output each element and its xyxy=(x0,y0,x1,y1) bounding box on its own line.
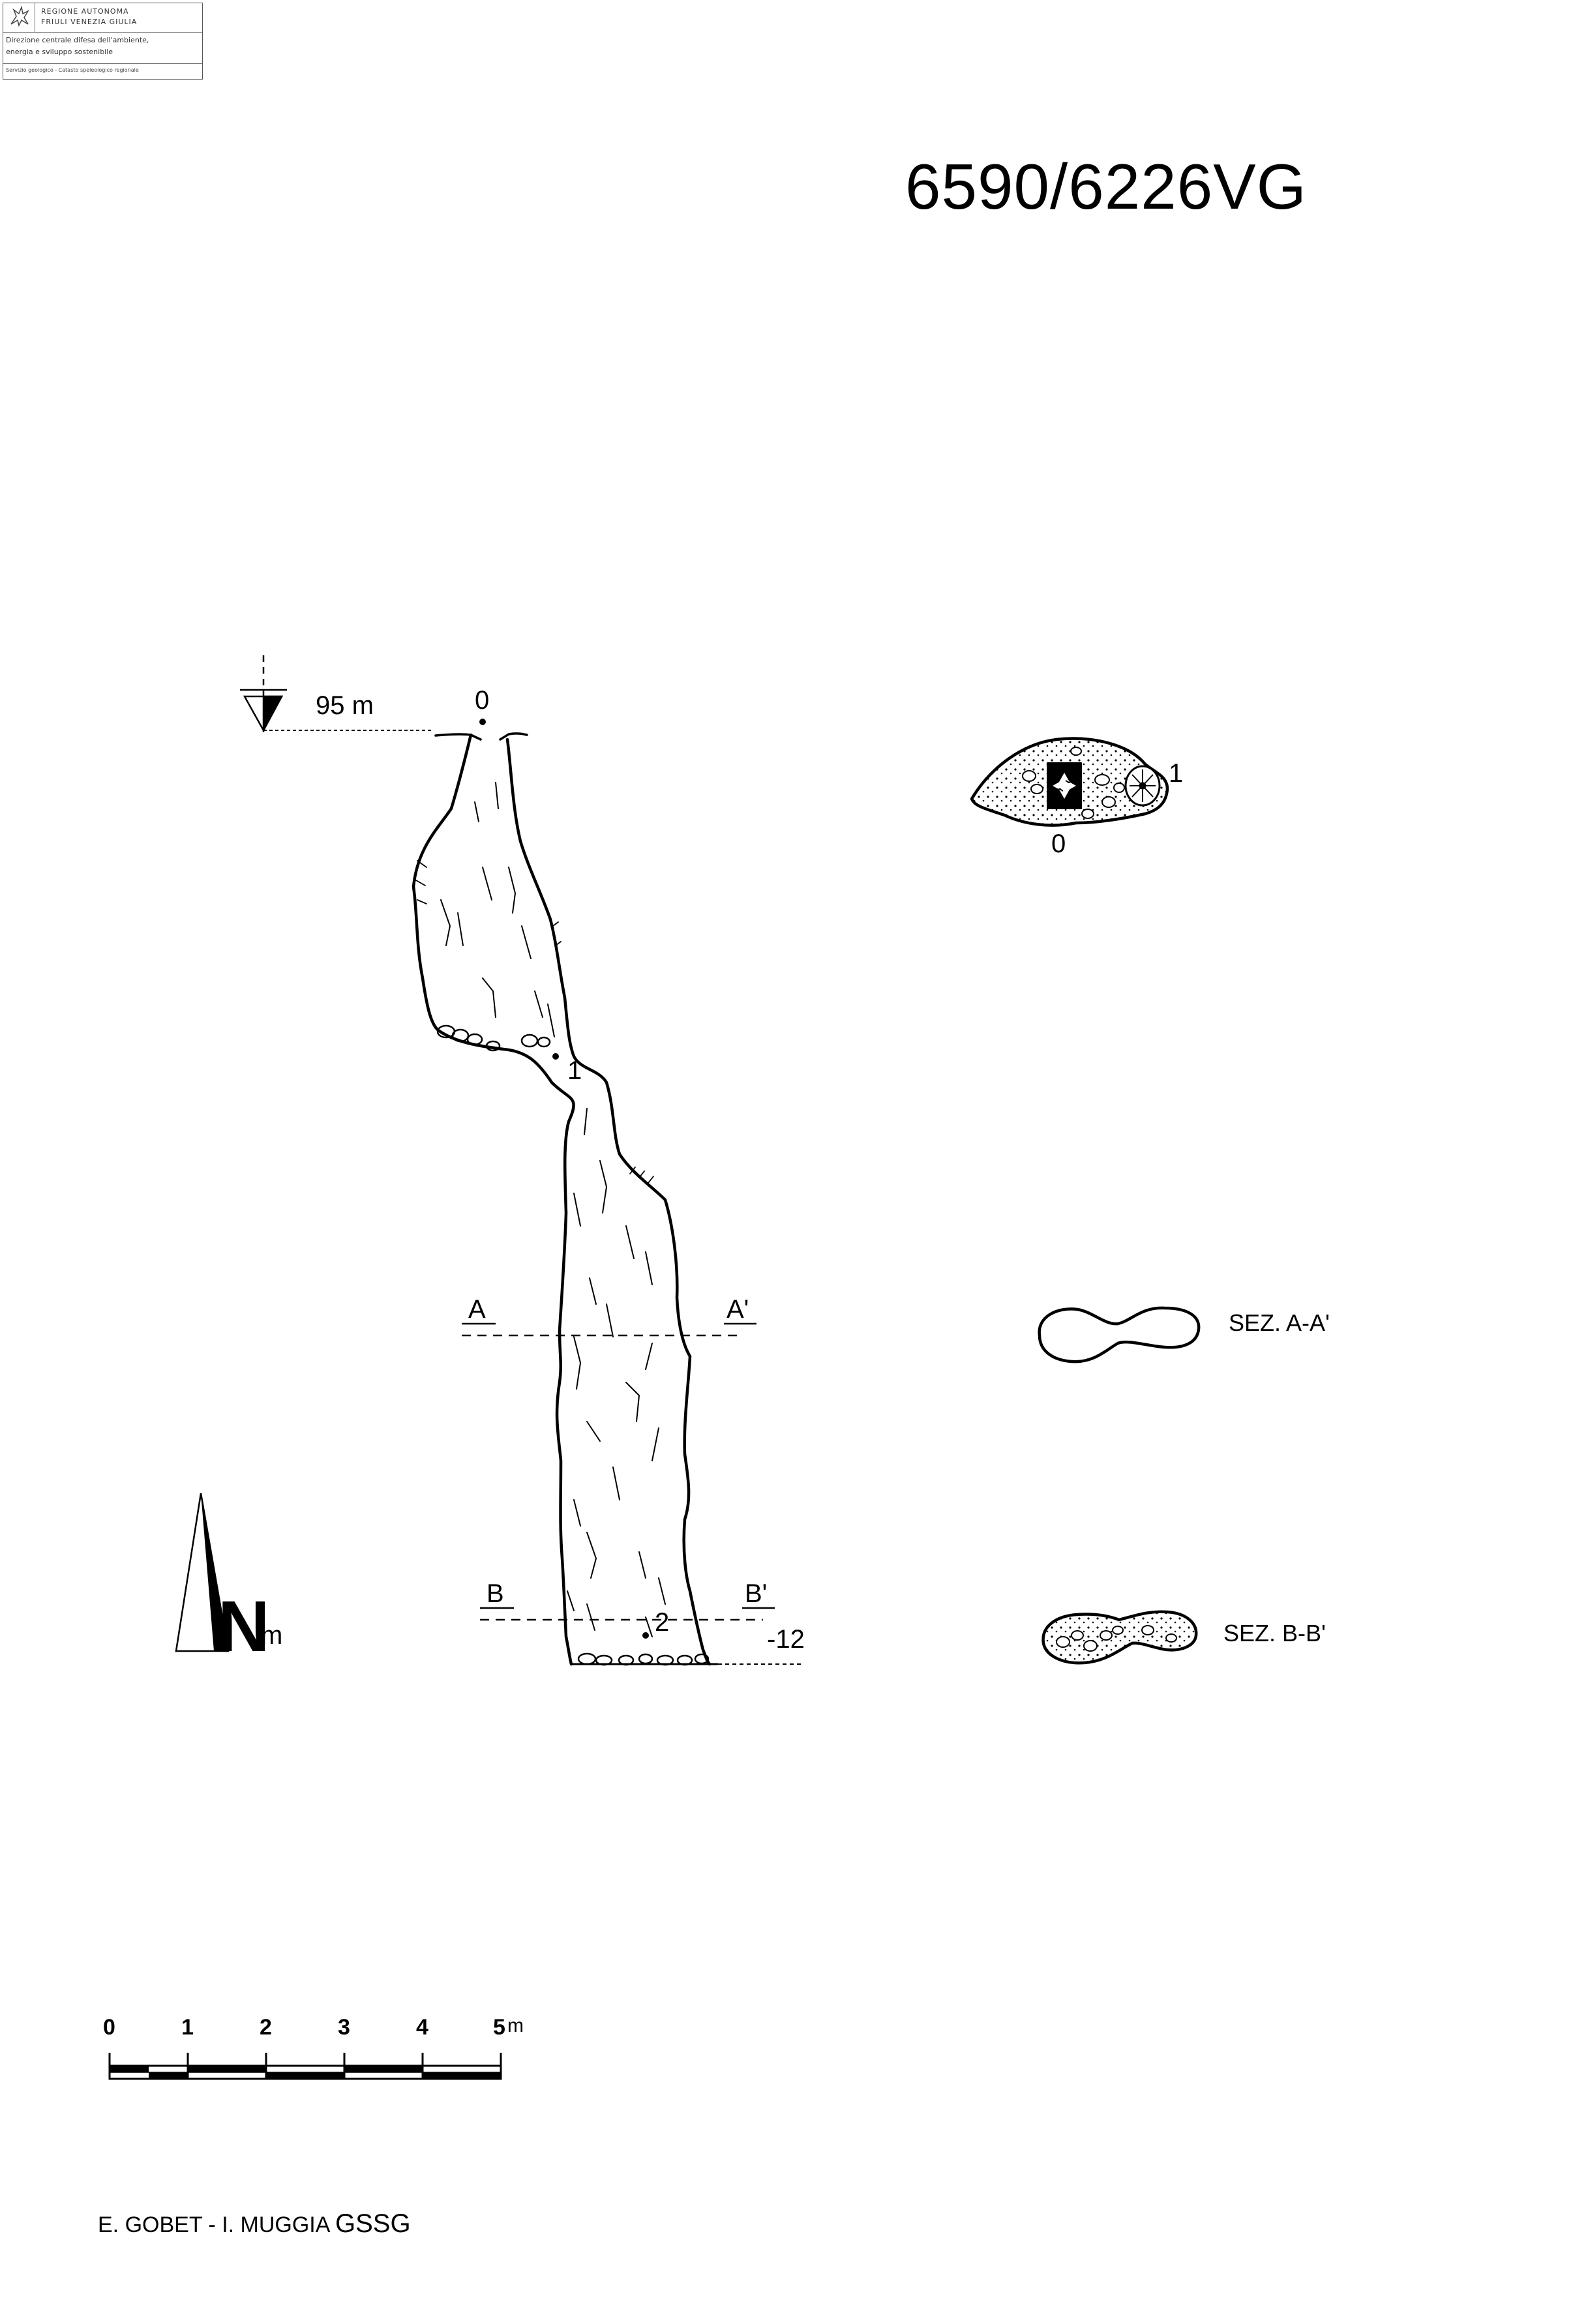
plan-point-0-label: 0 xyxy=(1051,829,1066,858)
scale-tick-4: 4 xyxy=(416,2015,428,2040)
cross-section-a-shape xyxy=(1038,1306,1201,1363)
header-org-row: REGIONE AUTONOMA FRIULI VENEZIA GIULIA xyxy=(3,3,202,33)
service-line: Servizio geologico - Catasto speleologic… xyxy=(6,67,139,73)
north-arrow-icon xyxy=(175,1493,230,1652)
cave-id-title: 6590/6226VG xyxy=(905,151,1307,222)
scale-unit: m xyxy=(507,2015,524,2036)
org-line-1: REGIONE AUTONOMA xyxy=(41,7,129,16)
cave-profile-section xyxy=(412,732,719,1666)
station-2-label: 2 xyxy=(655,1608,670,1637)
org-line-2: FRIULI VENEZIA GIULIA xyxy=(41,18,138,26)
scale-bar xyxy=(108,2053,502,2080)
cross-section-b-shape xyxy=(1041,1610,1198,1665)
cross-section-b-label: SEZ. B-B' xyxy=(1223,1620,1326,1646)
section-a-left-label: A xyxy=(468,1295,486,1324)
entrance-altitude-marker xyxy=(240,655,434,737)
dept-line-2: energia e sviluppo sostenibile xyxy=(6,48,113,56)
header-service-row: Servizio geologico - Catasto speleologic… xyxy=(3,63,202,79)
cross-section-a-label: SEZ. A-A' xyxy=(1229,1309,1330,1336)
author-team: GSSG xyxy=(335,2209,411,2238)
station-2-dot xyxy=(642,1632,649,1639)
north-suffix: m xyxy=(261,1621,283,1650)
depth-label: -12 xyxy=(767,1625,805,1654)
section-b-left-label: B xyxy=(487,1579,504,1608)
station-1-dot xyxy=(552,1053,559,1060)
section-lines xyxy=(462,1322,803,1665)
north-letter: N xyxy=(218,1587,270,1667)
station-0-dot xyxy=(479,719,486,725)
section-a-right-label: A' xyxy=(727,1295,749,1324)
scale-tick-1: 1 xyxy=(181,2015,194,2040)
scale-tick-5: 5 xyxy=(493,2015,505,2040)
entrance-altitude-label: 95 m xyxy=(316,691,374,720)
author-credit: E. GOBET - I. MUGGIA GSSG xyxy=(98,2209,411,2239)
dept-line-1: Direzione centrale difesa dell'ambiente, xyxy=(6,36,149,44)
scale-tick-3: 3 xyxy=(338,2015,350,2040)
plan-point-1-label: 1 xyxy=(1169,759,1184,788)
profile-survey-stations xyxy=(479,719,649,1639)
region-eagle-icon xyxy=(10,5,29,27)
header-dept-row: Direzione centrale difesa dell'ambiente,… xyxy=(3,32,202,64)
section-b-right-label: B' xyxy=(745,1579,768,1608)
station-1-label: 1 xyxy=(567,1056,582,1085)
entrance-plan-view xyxy=(970,737,1169,827)
scale-tick-2: 2 xyxy=(260,2015,272,2040)
author-names: E. GOBET - I. MUGGIA xyxy=(98,2212,329,2237)
station-0-label: 0 xyxy=(475,686,490,715)
scale-tick-0: 0 xyxy=(103,2015,115,2040)
header-logo-box: REGIONE AUTONOMA FRIULI VENEZIA GIULIA D… xyxy=(3,3,203,80)
